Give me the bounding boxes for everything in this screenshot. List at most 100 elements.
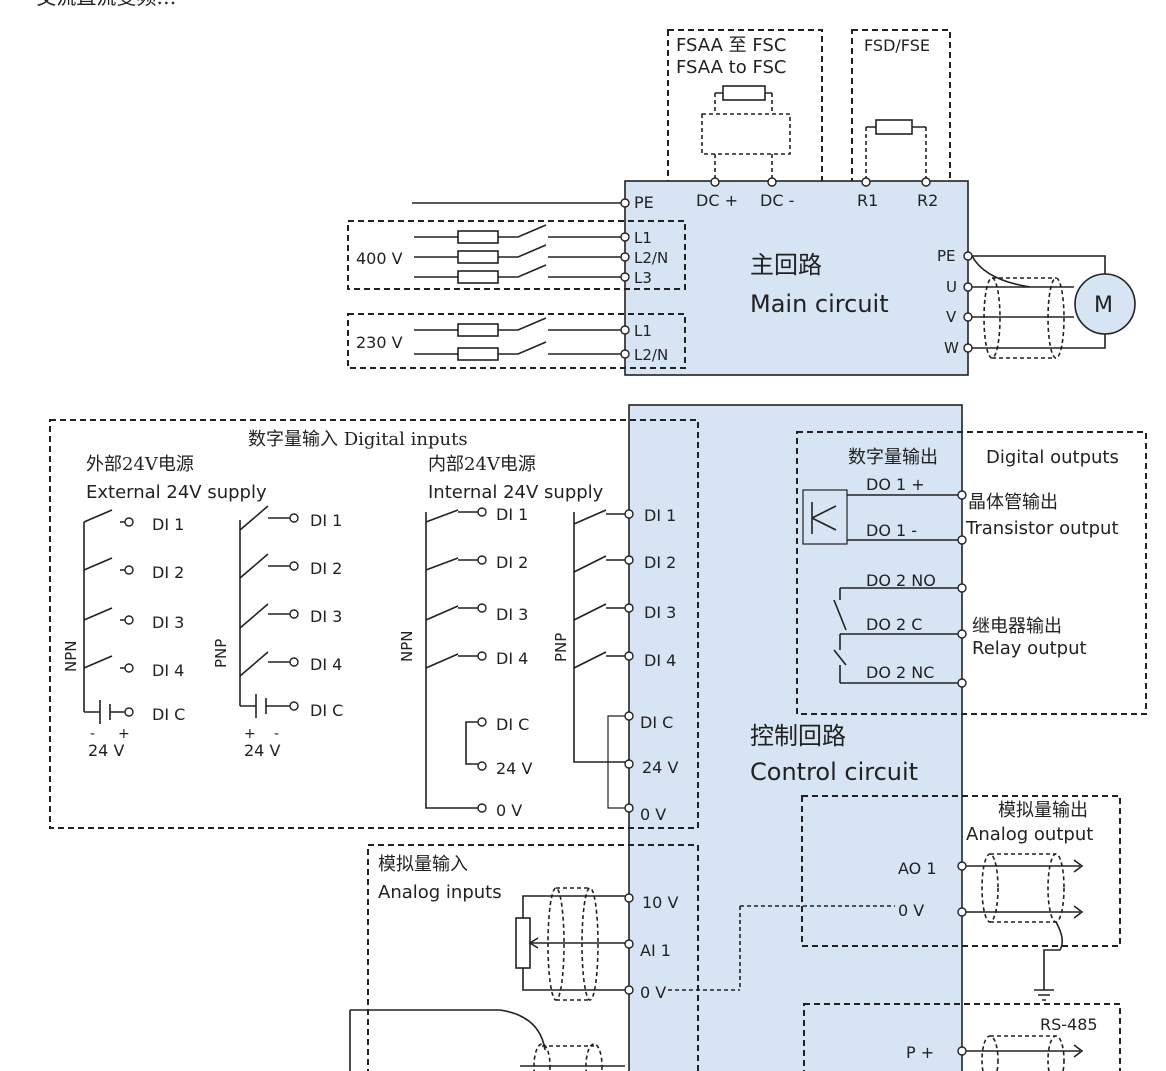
svg-text:AI 1: AI 1 [640,941,671,960]
external-npn-group: NPN DI 1 DI 2 DI 3 DI 4 DI C - + 24 V [62,509,185,760]
transistor-output-group: DO 1 + DO 1 - 晶体管输出 Transistor output [802,475,1119,545]
svg-text:PNP: PNP [212,639,230,668]
rs485-frame [803,1003,1121,1071]
potentiometer [515,917,531,969]
digital-outputs-frame [796,431,1147,715]
label-pe-out: PE [937,247,956,265]
svg-text:10 V: 10 V [642,893,678,912]
svg-text:DO 1 -: DO 1 - [866,521,917,540]
svg-text:+: + [118,726,130,742]
svg-text:DI C: DI C [640,713,673,732]
control-circuit-block [628,404,963,1071]
svg-text:DI 1: DI 1 [310,511,342,530]
analog-inputs-frame [367,844,699,1071]
svg-text:0 V: 0 V [640,805,666,824]
label-v: V [946,308,957,326]
terminal-dc-plus [710,177,720,187]
digital-inputs-title: 数字量输入 Digital inputs [248,429,468,450]
label-400-l1: L1 [634,229,652,247]
internal-supply-en: Internal 24V supply [428,482,604,503]
label-400-l2n: L2/N [634,249,668,267]
label-u: U [946,278,957,296]
svg-text:0 V: 0 V [496,801,522,820]
external-supply-en: External 24V supply [86,482,267,503]
terminal-r1 [861,177,871,187]
fsaa-fsc-cn-label: FSAA 至 FSC [676,35,786,56]
motor-icon [1074,273,1136,335]
svg-text:DI C: DI C [152,705,185,724]
svg-text:DO 1 +: DO 1 + [866,475,925,494]
label-pe-in: PE [634,193,654,212]
analog-output-cn: 模拟量输出 [998,800,1088,821]
analog-inputs-cn: 模拟量输入 [378,854,468,875]
digital-outputs-en: Digital outputs [986,447,1119,468]
svg-text:DO 2 NO: DO 2 NO [866,571,936,590]
svg-text:24 V: 24 V [496,759,532,778]
terminal-dc-minus [767,177,777,187]
svg-text:24 V: 24 V [642,758,678,777]
svg-text:DI 1: DI 1 [644,506,676,525]
svg-text:DI 2: DI 2 [496,553,528,572]
svg-text:NPN: NPN [398,631,416,663]
svg-text:PNP: PNP [552,633,570,662]
svg-text:DI 3: DI 3 [310,607,342,626]
svg-text:DO 2 C: DO 2 C [866,615,922,634]
svg-text:DI 1: DI 1 [496,505,528,524]
svg-text:DI 2: DI 2 [644,553,676,572]
internal-npn-group: NPN DI 1 DI 2 DI 3 DI 4 DI C 24 V 0 V [398,505,532,820]
svg-text:DI 2: DI 2 [152,563,184,582]
svg-text:0 V: 0 V [640,983,666,1002]
label-dc-minus: DC - [760,191,794,210]
control-title-en: Control circuit [750,758,918,786]
supply-400v: 400 V L1 L2/N L3 [347,220,686,290]
svg-text:+: + [244,726,256,742]
svg-text:DI 4: DI 4 [496,649,528,668]
fsaa-fsc-en-label: FSAA to FSC [676,57,786,78]
braking-resistor-2 [875,119,913,135]
svg-text:DI 2: DI 2 [310,559,342,578]
main-title-en: Main circuit [750,290,889,318]
external-pnp-group: PNP DI 1 DI 2 DI 3 DI 4 DI C + - 24 V [212,505,343,760]
svg-text:DI C: DI C [496,715,529,734]
label-400v: 400 V [356,249,403,268]
braking-fsaa-fsc: FSAA 至 FSC FSAA to FSC [667,29,823,215]
svg-text:DI 1: DI 1 [152,515,184,534]
svg-text:DI C: DI C [310,701,343,720]
svg-text:24 V: 24 V [88,741,124,760]
relay-output-group: DO 2 NO DO 2 C DO 2 NC 继电器输出 Relay outpu… [833,571,1087,688]
main-title-cn: 主回路 [750,251,822,279]
top-banner: 一 交流直流变频… [10,0,176,9]
transistor-cn: 晶体管输出 [968,492,1058,513]
svg-text:DI 3: DI 3 [152,613,184,632]
braking-resistor-1 [722,85,766,101]
transistor-en: Transistor output [965,518,1119,539]
svg-text:-: - [90,726,95,742]
motor-label: M [1094,293,1113,318]
fsd-fse-label: FSD/FSE [864,36,930,55]
svg-text:-: - [274,726,279,742]
main-circuit-block [624,180,969,376]
label-230-l1: L1 [634,322,652,340]
digital-outputs-cn: 数字量输出 [848,447,938,468]
relay-en: Relay output [972,638,1087,659]
label-p-plus: P + [906,1043,934,1062]
label-ao-0v: 0 V [898,901,924,920]
label-ao1: AO 1 [898,859,937,878]
rs485-label: RS-485 [1040,1015,1098,1034]
relay-cn: 继电器输出 [972,616,1062,637]
svg-text:DI 4: DI 4 [644,651,676,670]
control-left-terminals: DI 1 DI 2 DI 3 DI 4 DI C 24 V 0 V 10 V A… [624,506,678,1002]
svg-text:DI 4: DI 4 [310,655,342,674]
analog-output-frame [801,795,1121,947]
analog-inputs-en: Analog inputs [378,882,502,903]
digital-inputs-frame [49,419,699,829]
internal-supply-cn: 内部24V电源 [428,454,536,475]
label-400-l3: L3 [634,269,652,287]
svg-text:DI 4: DI 4 [152,661,184,680]
internal-pnp-group: PNP [552,509,625,809]
terminal-r2 [921,177,931,187]
svg-text:DI 3: DI 3 [644,603,676,622]
supply-230v: 230 V L1 L2/N [347,313,686,369]
label-dc-plus: DC + [696,191,738,210]
